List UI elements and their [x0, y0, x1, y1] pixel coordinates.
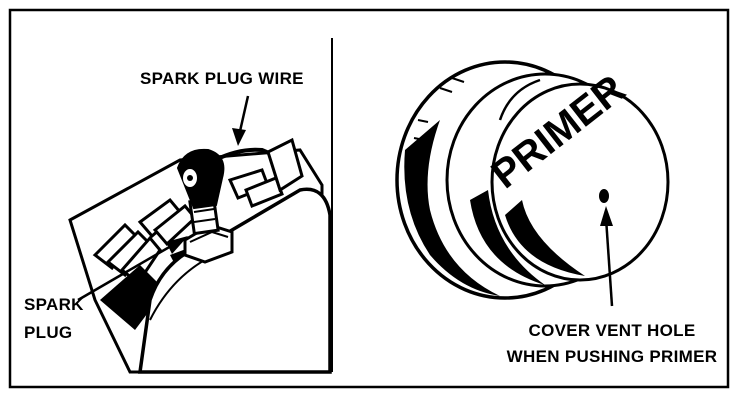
- cover-vent-label-line2: WHEN PUSHING PRIMER: [507, 347, 718, 366]
- vent-hole: [599, 189, 609, 203]
- spark-plug-label-line1: SPARK: [24, 295, 84, 314]
- spark-plug-label-line2: PLUG: [24, 323, 72, 342]
- primer-panel: PRIMER COVER VENT HOLE WHEN PUSHING PRIM…: [397, 62, 717, 366]
- wire-arrow: [232, 96, 248, 146]
- cover-vent-label-line1: COVER VENT HOLE: [529, 321, 696, 340]
- spark-plug-wire-label: SPARK PLUG WIRE: [140, 69, 304, 88]
- spark-plug-panel: SPARK PLUG WIRE SPARK PLUG: [24, 69, 330, 372]
